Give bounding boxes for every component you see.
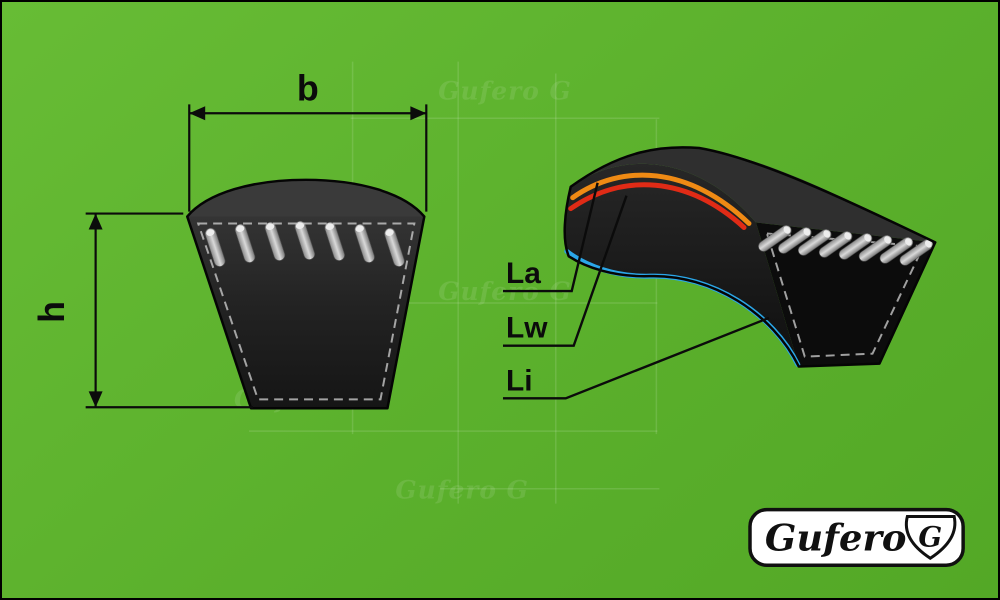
lw-leader-line xyxy=(502,195,628,347)
height-dimension: h xyxy=(32,212,253,409)
lw-label: Lw xyxy=(506,312,548,345)
belt-top-surface xyxy=(570,147,936,243)
watermark: Gufero G xyxy=(438,76,572,105)
belt-top-cap xyxy=(187,179,425,217)
la-label: La xyxy=(506,257,541,290)
layer-labels: La Lw Li xyxy=(502,182,770,400)
watermark: Gufero G xyxy=(395,476,529,505)
belt-dashed-outline xyxy=(196,222,416,401)
end-face-dashed-outline xyxy=(765,232,925,358)
width-dimension: b xyxy=(188,68,428,212)
belt-body xyxy=(187,216,425,409)
dimension-annotations: b h xyxy=(32,68,428,409)
li-label: Li xyxy=(506,364,533,397)
stripe-la xyxy=(570,172,752,226)
logo-monogram: G xyxy=(918,520,942,553)
belt-outline xyxy=(186,178,426,410)
logo-shield-icon xyxy=(904,515,957,561)
arrow-left-icon xyxy=(189,106,206,121)
stripe-lw xyxy=(568,182,747,230)
belt-3d-view xyxy=(563,146,937,368)
belt-cross-section xyxy=(186,178,426,410)
arrow-up-icon xyxy=(88,213,103,230)
brand-logo: Gufero G xyxy=(748,507,965,567)
logo-brand-text: Gufero xyxy=(765,515,907,559)
belt-3d-outline xyxy=(563,146,937,368)
arrow-right-icon xyxy=(410,106,427,121)
li-leader-line xyxy=(502,316,770,400)
height-dimension-label: h xyxy=(32,301,72,323)
width-dimension-label: b xyxy=(297,68,319,108)
la-leader-line xyxy=(502,182,599,293)
arrow-down-icon xyxy=(88,391,103,408)
